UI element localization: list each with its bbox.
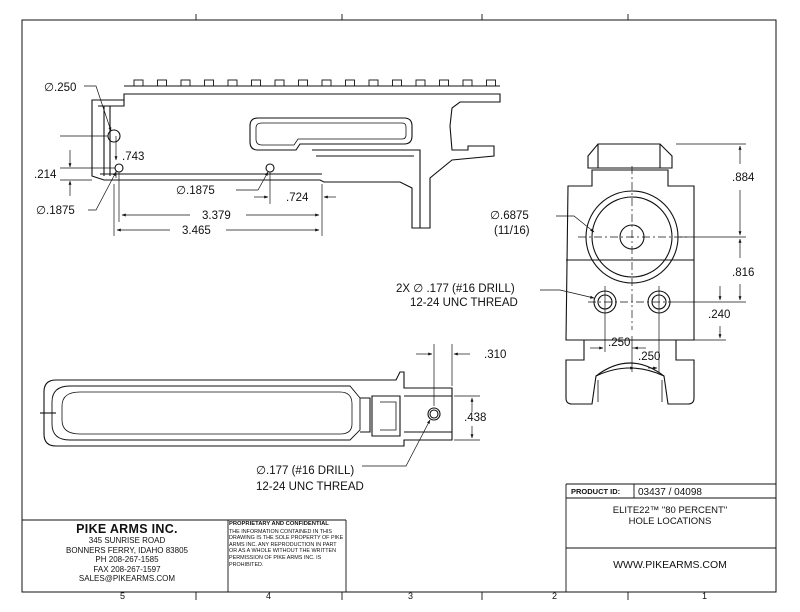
frac-11-16-label: (11/16)	[494, 225, 530, 237]
bottom-view	[40, 371, 453, 447]
dim-816-label: .816	[732, 267, 754, 279]
rail-tooth	[251, 79, 261, 87]
rail-tooth	[368, 79, 379, 87]
company-name: PIKE ARMS INC.	[76, 522, 178, 536]
dim-743-label: .743	[122, 151, 144, 163]
rail-tooth	[180, 79, 191, 87]
title-block-frame	[22, 14, 776, 600]
rail-tooth	[486, 79, 496, 87]
rail-tooth	[227, 79, 238, 87]
end-view	[565, 143, 695, 405]
dia-250-label: ∅.250	[44, 82, 76, 94]
dim-240-label: .240	[708, 309, 730, 321]
proprietary-notice: PROPRIETARY AND CONFIDENTIAL THE INFORMA…	[229, 521, 345, 568]
dim-310-label: .310	[484, 349, 506, 361]
company-address-2: BONNERS FERRY, IDAHO 83805	[66, 545, 188, 555]
zone-1: 1	[702, 591, 708, 601]
company-block: PIKE ARMS INC. 345 SUNRISE ROAD BONNERS …	[27, 522, 227, 584]
company-address-1: 345 SUNRISE ROAD	[88, 536, 166, 545]
drawing-title-line1: ELITE22™ "80 PERCENT"	[612, 505, 728, 516]
proprietary-heading: PROPRIETARY AND CONFIDENTIAL	[229, 521, 329, 527]
company-fax: FAX 208-267-1597	[93, 564, 161, 574]
rail-tooth	[274, 79, 285, 87]
dim-724-label: .724	[286, 192, 309, 204]
product-id-value: 03437 / 04098	[638, 487, 702, 498]
rail-tooth	[392, 79, 402, 87]
company-phone: PH 208-267-1585	[95, 555, 159, 565]
drawing-title-line2: HOLE LOCATIONS	[628, 516, 712, 527]
holes-callout-line2: 12-24 UNC THREAD	[410, 297, 518, 309]
sheet-border	[21, 19, 777, 593]
zone-2: 2	[552, 591, 558, 601]
rail-tooth	[157, 79, 167, 87]
website-label: WWW.PIKEARMS.COM	[613, 559, 727, 571]
dim-3465-label: 3.465	[182, 225, 211, 237]
dia-6875-label: ∅.6875	[490, 210, 529, 222]
rail-tooth	[298, 79, 308, 87]
rail-tooth	[415, 79, 426, 87]
rail-tooth	[439, 79, 449, 87]
bottom-dims	[362, 344, 480, 467]
dim-250-b-label: .250	[638, 351, 660, 363]
side-dims	[60, 85, 336, 236]
dim-214-label: .214	[34, 169, 57, 181]
end-dims	[540, 143, 746, 372]
dim-884-label: .884	[732, 172, 755, 184]
holes-callout-line1: 2X ∅ .177 (#16 DRILL)	[396, 283, 515, 295]
dim-3379-label: 3.379	[202, 210, 231, 222]
dia-1875-mid-label: ∅.1875	[176, 185, 215, 197]
side-view	[91, 79, 501, 229]
rail-teeth	[124, 85, 500, 95]
bottom-hole-callout-line2: 12-24 UNC THREAD	[256, 481, 364, 493]
product-id-label: PRODUCT ID:	[571, 487, 621, 496]
rail-tooth	[462, 79, 473, 87]
rail-tooth	[133, 79, 144, 87]
dim-250-a-label: .250	[608, 337, 630, 349]
company-email: SALES@PIKEARMS.COM	[78, 574, 176, 584]
zone-3: 3	[408, 591, 414, 601]
zone-4: 4	[266, 591, 272, 601]
dim-438-label: .438	[464, 412, 486, 424]
drawing-title: ELITE22™ "80 PERCENT" HOLE LOCATIONS	[570, 505, 770, 527]
rail-tooth	[204, 79, 214, 87]
proprietary-text: THE INFORMATION CONTAINED IN THIS DRAWIN…	[229, 528, 344, 568]
zone-5: 5	[120, 591, 126, 601]
rail-tooth	[321, 79, 332, 87]
bottom-hole-callout-line1: ∅.177 (#16 DRILL)	[256, 465, 354, 477]
rail-tooth	[345, 79, 355, 87]
dia-1875-left-label: ∅.1875	[36, 205, 75, 217]
